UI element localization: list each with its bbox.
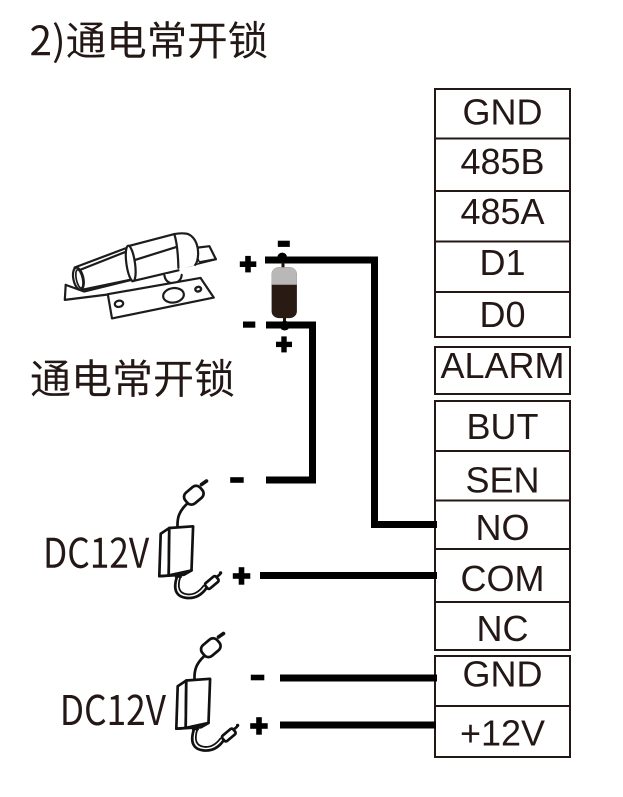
- svg-text:485B: 485B: [460, 141, 544, 182]
- svg-text:NO: NO: [476, 507, 530, 548]
- svg-text:+12V: +12V: [460, 713, 545, 754]
- svg-text:NC: NC: [477, 608, 529, 649]
- svg-text:BUT: BUT: [467, 406, 539, 447]
- svg-text:GND: GND: [463, 654, 543, 695]
- svg-text:GND: GND: [463, 92, 543, 133]
- svg-text:ALARM: ALARM: [440, 345, 564, 386]
- svg-text:COM: COM: [461, 558, 545, 599]
- svg-text:D1: D1: [479, 242, 525, 283]
- svg-text:SEN: SEN: [465, 459, 539, 500]
- svg-text:485A: 485A: [460, 191, 544, 232]
- svg-text:D0: D0: [479, 294, 525, 335]
